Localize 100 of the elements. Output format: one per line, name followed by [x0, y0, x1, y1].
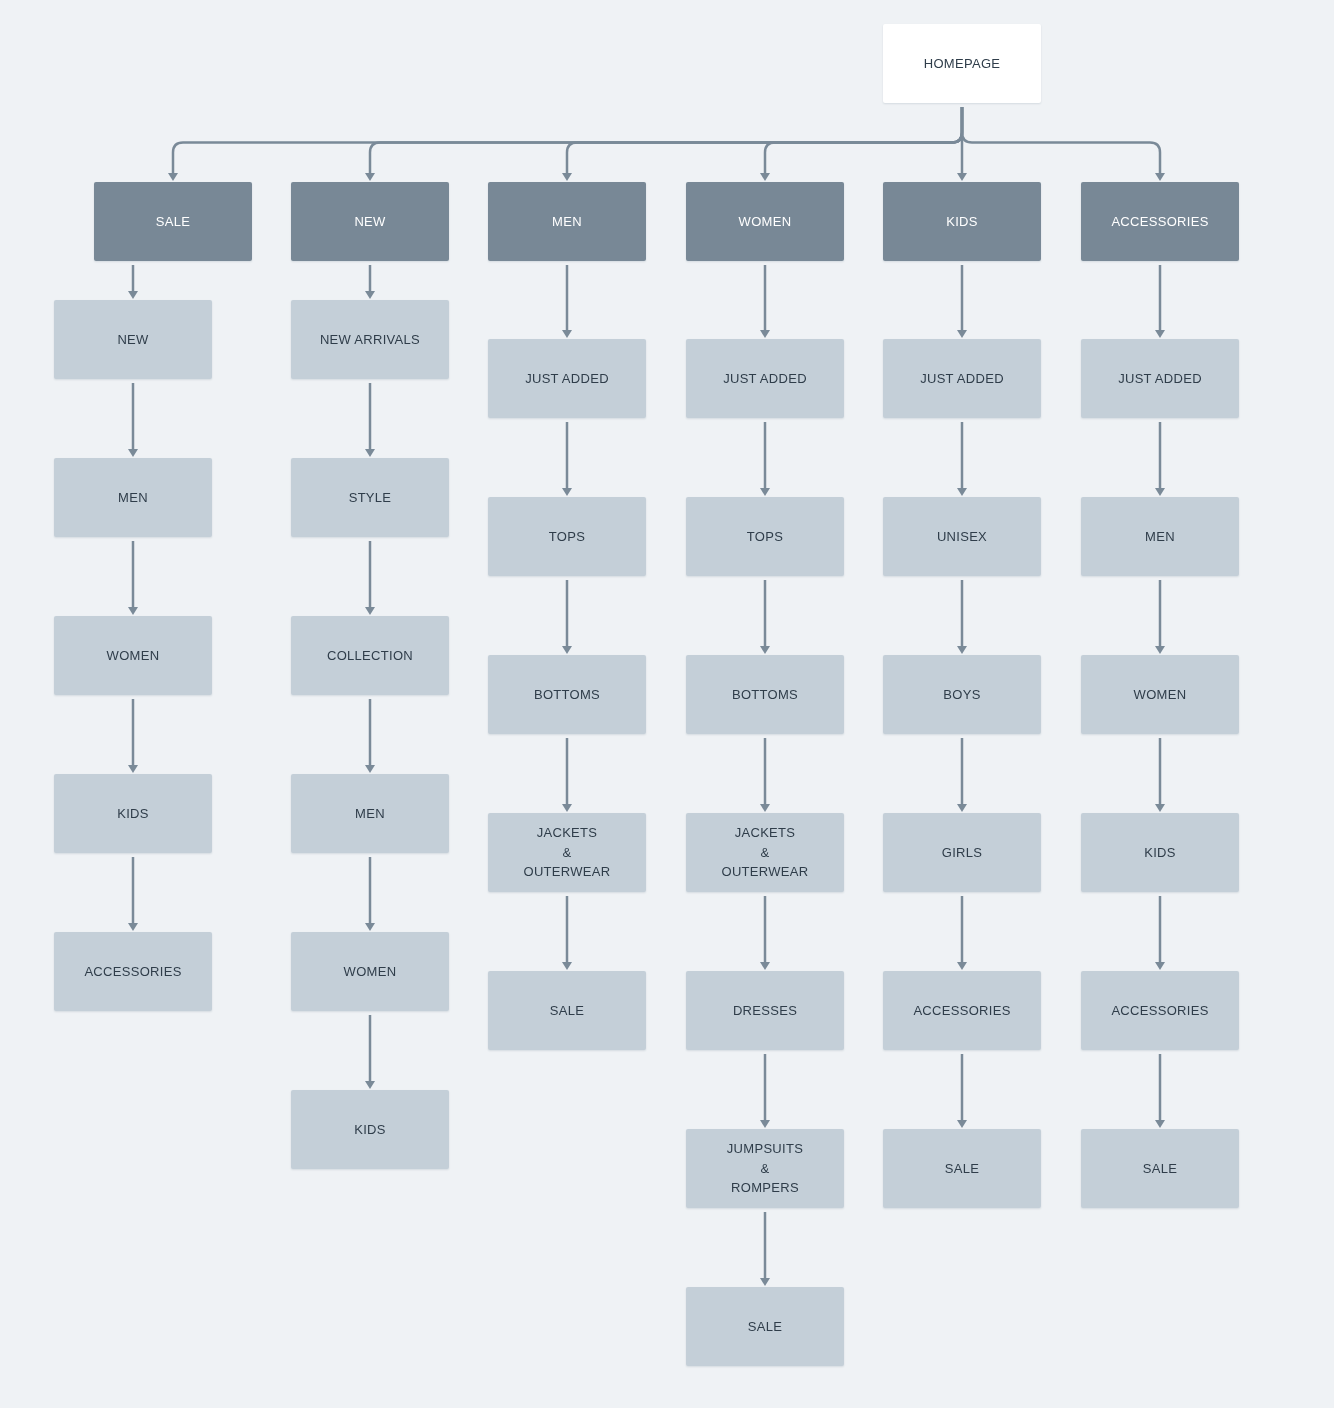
category-name: MEN — [552, 212, 582, 231]
subcategory-box — [883, 971, 1041, 1050]
subcategory-box — [686, 971, 844, 1050]
arrow — [1155, 422, 1165, 496]
arrow — [760, 738, 770, 812]
category-name: JUST ADDED — [920, 369, 1004, 388]
category-name: HOMEPAGE — [923, 54, 1001, 73]
category-name: NEW ARRIVALS — [319, 330, 421, 349]
category-name: COLLECTION — [326, 646, 414, 665]
arrow — [760, 265, 770, 338]
arrow — [760, 422, 770, 496]
category-name: WOMEN — [1133, 685, 1187, 704]
category-box — [94, 182, 252, 261]
category-box — [883, 182, 1041, 261]
arrow — [365, 265, 375, 299]
category-name: NEW — [117, 330, 149, 349]
arrow — [128, 541, 138, 615]
subcategory-box — [1081, 497, 1239, 576]
category-name: BOYS — [943, 685, 981, 704]
subcategory-box — [883, 655, 1041, 734]
arrow — [1155, 265, 1165, 338]
arrow — [760, 896, 770, 970]
category-name: JACKETS & OUTERWEAR — [721, 824, 809, 882]
category-name: KIDS — [946, 212, 978, 231]
subcategory-box — [291, 932, 449, 1011]
category-name: DRESSES — [732, 1001, 798, 1020]
subcategory-box — [883, 813, 1041, 892]
category-name: KIDS — [1144, 843, 1176, 862]
category-name: NEW — [354, 212, 386, 231]
category-name: KIDS — [354, 1120, 386, 1139]
category-box — [291, 182, 449, 261]
category-name: JUST ADDED — [525, 369, 609, 388]
category-name: MEN — [355, 804, 385, 823]
subcategory-box — [686, 339, 844, 418]
arrow — [957, 265, 967, 338]
arrow — [128, 383, 138, 457]
category-name: JUST ADDED — [723, 369, 807, 388]
arrow — [1155, 896, 1165, 970]
arrow — [957, 896, 967, 970]
category-name: SALE — [549, 1001, 585, 1020]
category-name: JACKETS & OUTERWEAR — [523, 824, 611, 882]
category-name: ACCESSORIES — [913, 1001, 1011, 1020]
arrow — [365, 857, 375, 931]
arrow — [957, 1054, 967, 1128]
category-name: UNISEX — [936, 527, 988, 546]
arrow — [1155, 738, 1165, 812]
arrow — [365, 383, 375, 457]
arrow — [760, 1054, 770, 1128]
subcategory-box — [883, 497, 1041, 576]
category-name: BOTTOMS — [731, 685, 799, 704]
arrow — [562, 265, 572, 338]
arrow — [957, 738, 967, 812]
subcategory-box — [883, 339, 1041, 418]
subcategory-box — [488, 813, 646, 892]
subcategory-box — [488, 339, 646, 418]
arrow — [562, 896, 572, 970]
category-name: MEN — [118, 488, 148, 507]
subcategory-box — [883, 1129, 1041, 1208]
subcategory-box — [54, 458, 212, 537]
category-name: SALE — [155, 212, 191, 231]
category-name: SALE — [747, 1317, 783, 1336]
category-name: TOPS — [746, 527, 784, 546]
subcategory-box — [686, 1129, 844, 1208]
category-name: JUST ADDED — [1118, 369, 1202, 388]
subcategory-box — [54, 932, 212, 1011]
arrow — [562, 738, 572, 812]
arrow — [760, 1212, 770, 1286]
arrow — [1155, 1054, 1165, 1128]
category-name: WOMEN — [343, 962, 397, 981]
category-name: ACCESSORIES — [84, 962, 182, 981]
category-name: ACCESSORIES — [1111, 212, 1209, 231]
subcategory-box — [291, 458, 449, 537]
subcategory-box — [54, 774, 212, 853]
subcategory-box — [1081, 1129, 1239, 1208]
subcategory-box — [686, 1287, 844, 1366]
arrow — [957, 580, 967, 654]
category-name: BOTTOMS — [533, 685, 601, 704]
subcategory-box — [1081, 813, 1239, 892]
arrow — [128, 857, 138, 931]
arrow — [562, 422, 572, 496]
subcategory-box — [488, 497, 646, 576]
category-name: ACCESSORIES — [1111, 1001, 1209, 1020]
arrow — [1155, 580, 1165, 654]
subcategory-box — [488, 655, 646, 734]
category-name: TOPS — [548, 527, 586, 546]
category-box — [686, 182, 844, 261]
subcategory-box — [54, 616, 212, 695]
arrow — [760, 580, 770, 654]
arrow — [365, 699, 375, 773]
subcategory-box — [488, 971, 646, 1050]
category-name: WOMEN — [738, 212, 792, 231]
arrow — [128, 265, 138, 299]
subcategory-box — [54, 300, 212, 379]
category-box — [488, 182, 646, 261]
category-name: MEN — [1145, 527, 1175, 546]
arrow — [365, 541, 375, 615]
subcategory-box — [1081, 971, 1239, 1050]
arrow — [562, 580, 572, 654]
subcategory-box — [686, 813, 844, 892]
category-box — [1081, 182, 1239, 261]
